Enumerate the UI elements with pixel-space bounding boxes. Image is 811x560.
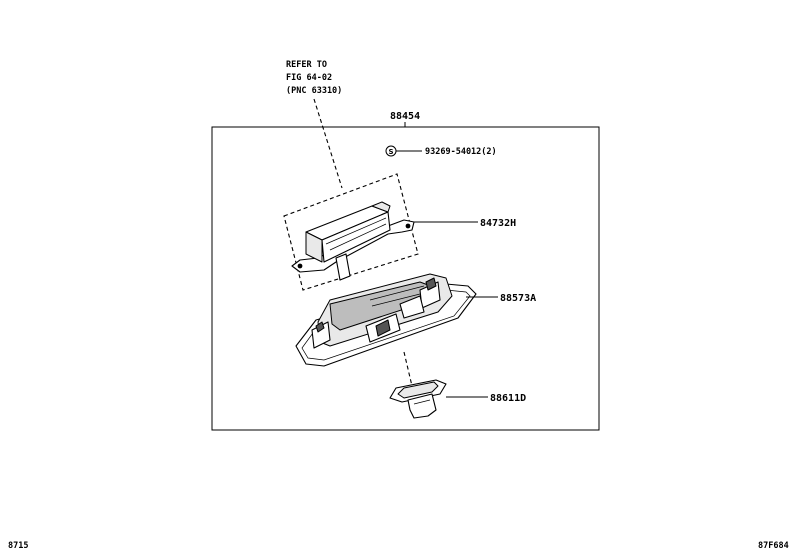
bracket-hole-left bbox=[297, 263, 303, 269]
lens-part-number: 88611D bbox=[490, 393, 526, 404]
bracket-top-tab bbox=[371, 201, 391, 213]
bracket-part bbox=[291, 201, 415, 281]
refer-note: REFER TO FIG 64-02 (PNC 63310) bbox=[286, 60, 342, 96]
refer-line-2: FIG 64-02 bbox=[286, 73, 332, 83]
lens-dashed-line bbox=[403, 351, 413, 387]
bracket-body-side bbox=[321, 211, 391, 263]
screw-symbol-letter: S bbox=[388, 148, 393, 156]
refer-line-1: REFER TO bbox=[286, 60, 327, 70]
footer-left-code: 8715 bbox=[8, 541, 28, 551]
assembly-label: 88454 bbox=[390, 111, 420, 122]
housing-part bbox=[295, 273, 477, 367]
screw-part-number: 93269-54012(2) bbox=[425, 147, 497, 157]
bracket-hole-right bbox=[405, 223, 411, 229]
reference-dashed-box bbox=[283, 173, 419, 291]
assembly-frame bbox=[211, 126, 600, 431]
lens-part bbox=[389, 379, 447, 419]
bracket-part-number: 84732H bbox=[480, 218, 516, 229]
bracket-body-end bbox=[305, 231, 323, 263]
screw-callout: S 93269-54012(2) bbox=[385, 145, 497, 157]
bracket-terminal bbox=[335, 253, 351, 281]
lens-window bbox=[397, 381, 439, 399]
refer-line-3: (PNC 63310) bbox=[286, 86, 342, 96]
refer-leader-line bbox=[313, 98, 343, 189]
housing-part-number: 88573A bbox=[500, 293, 536, 304]
footer-right-code: 87F684 bbox=[758, 541, 789, 551]
